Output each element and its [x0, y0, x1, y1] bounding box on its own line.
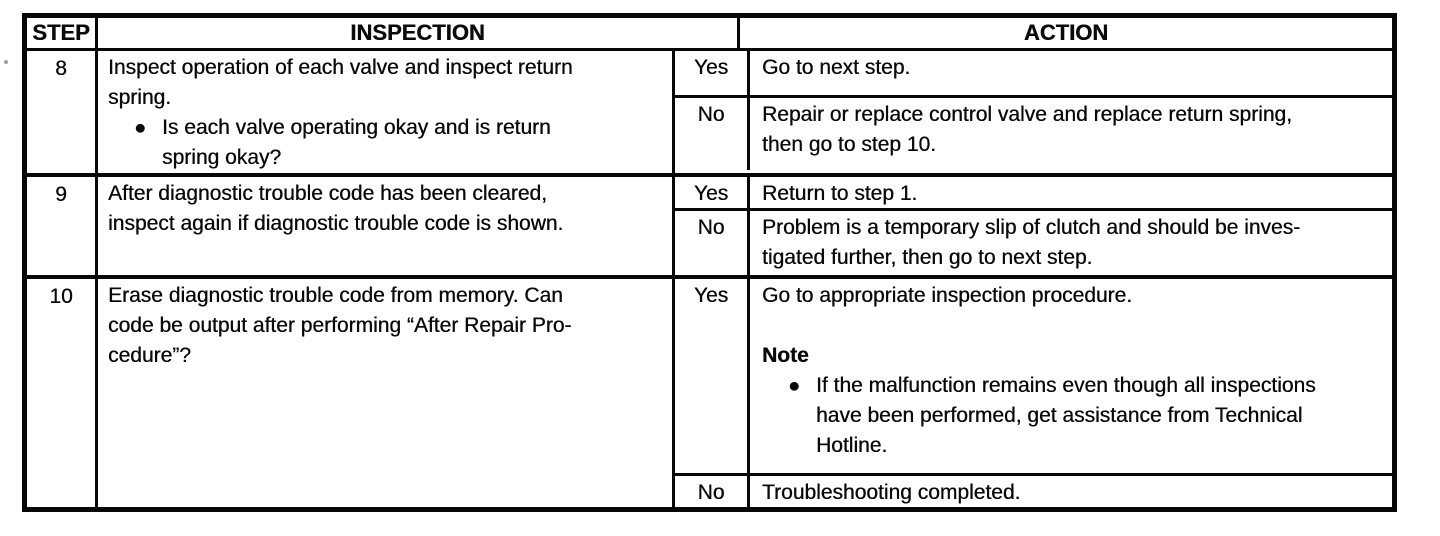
table-header-row: STEP INSPECTION ACTION — [27, 18, 1392, 51]
answer-row-yes: Yes Go to appropriate inspection procedu… — [675, 279, 1392, 473]
answer-rows: Yes Go to appropriate inspection procedu… — [675, 279, 1392, 510]
answer-label: No — [675, 98, 750, 170]
header-inspection: INSPECTION — [98, 18, 740, 48]
note-bullet-item: ● If the malfunction remains even though… — [762, 371, 1380, 461]
inspection-cell: Inspect operation of each valve and insp… — [98, 51, 675, 173]
action-cell: Repair or replace control valve and repl… — [750, 98, 1392, 170]
inspection-cell: After diagnostic trouble code has been c… — [98, 177, 675, 275]
inspection-cell: Erase diagnostic trouble code from memor… — [98, 279, 675, 510]
bullet-icon: ● — [134, 117, 147, 139]
answer-rows: Yes Return to step 1. No Problem is a te… — [675, 177, 1392, 275]
answer-label: No — [675, 211, 750, 275]
table-row-step-10: 10 Erase diagnostic trouble code from me… — [27, 275, 1392, 510]
table-row-step-8: 8 Inspect operation of each valve and in… — [27, 51, 1392, 173]
header-action-label: ACTION — [1023, 20, 1109, 45]
inspection-text: After diagnostic trouble code has been c… — [108, 182, 564, 235]
answer-label: Yes — [675, 51, 750, 95]
header-action: ACTION — [740, 18, 1392, 48]
answer-row-yes: Yes Return to step 1. — [675, 177, 1392, 208]
step-number: 8 — [27, 51, 98, 173]
action-text: Repair or replace control valve and repl… — [762, 103, 1292, 156]
answer-rows: Yes Go to next step. No Repair or replac… — [675, 51, 1392, 173]
action-text: Return to step 1. — [762, 182, 918, 205]
inspection-text: Erase diagnostic trouble code from memor… — [108, 284, 572, 367]
answer-label: No — [675, 476, 750, 510]
step-number: 10 — [27, 279, 98, 510]
header-step: STEP — [27, 18, 98, 48]
inspection-text: Inspect operation of each valve and insp… — [108, 56, 573, 109]
scan-speckle — [4, 60, 8, 64]
answer-row-yes: Yes Go to next step. — [675, 51, 1392, 95]
header-inspection-label: INSPECTION — [350, 20, 485, 45]
action-text: Go to next step. — [762, 56, 911, 79]
action-text: Problem is a temporary slip of clutch an… — [762, 216, 1301, 269]
action-text: Troubleshooting completed. — [762, 481, 1021, 504]
action-cell: Return to step 1. — [750, 177, 1392, 208]
answer-label: Yes — [675, 177, 750, 208]
header-step-label: STEP — [32, 20, 90, 45]
inspection-bullet-text: Is each valve operating okay and is retu… — [162, 116, 551, 169]
answer-label: Yes — [675, 279, 750, 473]
step-number: 9 — [27, 177, 98, 275]
answer-row-no: No Repair or replace control valve and r… — [675, 95, 1392, 170]
note-title: Note — [762, 344, 809, 367]
action-cell: Go to next step. — [750, 51, 1392, 95]
answer-row-no: No Troubleshooting completed. — [675, 473, 1392, 510]
bullet-icon: ● — [788, 375, 801, 397]
action-text: Go to appropriate inspection procedure. — [762, 284, 1133, 307]
answer-row-no: No Problem is a temporary slip of clutch… — [675, 208, 1392, 275]
action-cell: Troubleshooting completed. — [750, 476, 1392, 510]
table-row-step-9: 9 After diagnostic trouble code has been… — [27, 173, 1392, 275]
troubleshooting-table: STEP INSPECTION ACTION 8 Inspect operati… — [22, 13, 1397, 512]
inspection-bullet-item: ● Is each valve operating okay and is re… — [108, 113, 672, 173]
action-cell: Problem is a temporary slip of clutch an… — [750, 211, 1392, 275]
action-cell: Go to appropriate inspection procedure. … — [750, 279, 1392, 473]
note-bullet-text: If the malfunction remains even though a… — [816, 374, 1316, 457]
